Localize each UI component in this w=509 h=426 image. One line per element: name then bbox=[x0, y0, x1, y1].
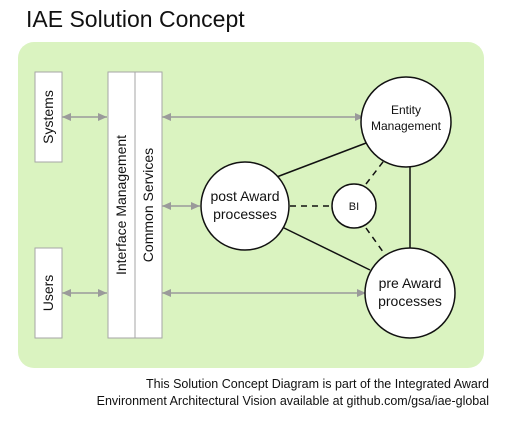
entity-label-line2: Management bbox=[371, 119, 442, 133]
systems-label: Systems bbox=[40, 90, 56, 144]
diagram-title: IAE Solution Concept bbox=[26, 6, 245, 32]
link-post-entity bbox=[273, 139, 375, 179]
common-services-label: Common Services bbox=[140, 148, 156, 262]
dash-bi-pre bbox=[365, 227, 387, 257]
interface-column: Interface Management Common Services bbox=[107, 71, 163, 339]
bi-label: BI bbox=[349, 201, 359, 213]
bi-node: BI bbox=[331, 183, 377, 229]
users-box: Users bbox=[34, 247, 63, 339]
entity-management-node: Entity Management bbox=[360, 76, 452, 168]
post-award-label-line2: processes bbox=[213, 206, 277, 222]
pre-award-label-line2: processes bbox=[378, 293, 442, 309]
caption-line-2: Environment Architectural Vision availab… bbox=[96, 394, 489, 408]
pre-award-label-line1: pre Award bbox=[379, 275, 442, 291]
interface-management-label: Interface Management bbox=[113, 135, 129, 275]
caption-line-1: This Solution Concept Diagram is part of… bbox=[145, 377, 489, 391]
systems-box: Systems bbox=[34, 71, 63, 163]
entity-label-line1: Entity bbox=[391, 103, 421, 117]
post-award-node: post Award processes bbox=[200, 161, 290, 251]
dash-bi-entity bbox=[365, 157, 387, 185]
link-post-pre bbox=[279, 225, 371, 271]
users-label: Users bbox=[40, 275, 56, 312]
post-award-label-line1: post Award bbox=[210, 188, 279, 204]
pre-award-node: pre Award processes bbox=[364, 247, 456, 339]
